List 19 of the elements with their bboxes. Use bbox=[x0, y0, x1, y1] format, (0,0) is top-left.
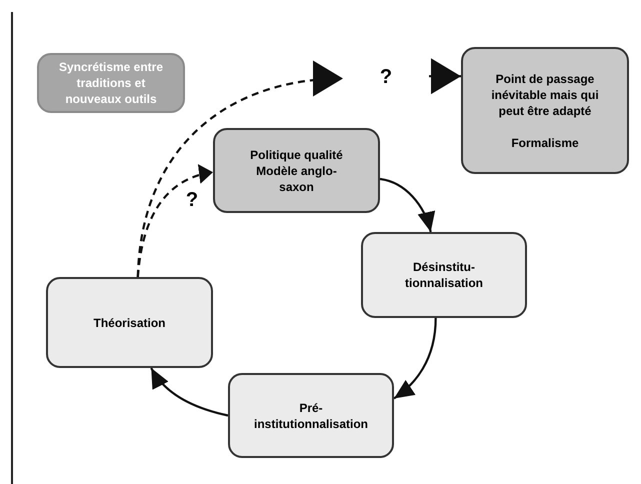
curved-arrow bbox=[429, 58, 461, 94]
question-mark: ? bbox=[343, 62, 429, 92]
box-text: Pré-institutionnalisation bbox=[253, 400, 369, 432]
curved-arrow bbox=[150, 367, 228, 417]
dashed-arrow bbox=[136, 62, 344, 278]
box-text: Formalisme bbox=[511, 134, 579, 150]
process-box bbox=[228, 373, 394, 458]
box-text: Désinstitu-tionnalisation bbox=[404, 259, 484, 291]
box-text: Théorisation bbox=[93, 314, 166, 330]
box-text: Point de passage inévitable mais qui peut être adapté bbox=[490, 70, 600, 118]
process-box bbox=[461, 47, 629, 174]
process-box bbox=[213, 128, 380, 213]
process-box bbox=[46, 277, 213, 368]
process-box bbox=[361, 232, 527, 318]
curved-arrow bbox=[380, 178, 434, 232]
box-text: Syncrétisme entre traditions et nouveaux outils bbox=[58, 59, 164, 107]
box-text: Politique qualité Modèle anglo-saxon bbox=[249, 146, 344, 194]
curved-arrow bbox=[393, 318, 437, 400]
process-box bbox=[37, 53, 185, 113]
